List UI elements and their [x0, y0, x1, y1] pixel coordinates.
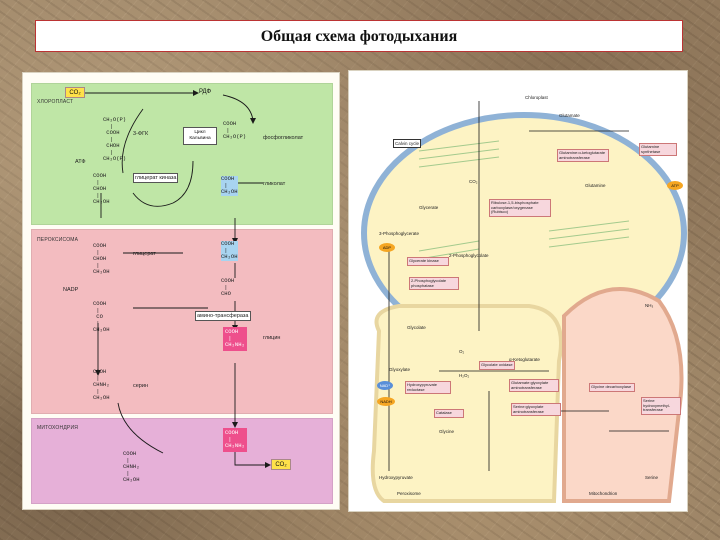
cofactor-nadh: NADH	[377, 397, 395, 406]
enzyme-glutamate-glyoxylate: Glutamate:glyoxylate aminotransferase	[509, 379, 559, 393]
enzyme-serine-hydroxymethyl: Serine hydroxymethyl-transferase	[641, 397, 681, 415]
enzyme-hydroxypyruvate-reductase: Hydroxypyruvate reductase	[405, 381, 451, 395]
left-diagram-panel: ХЛОРОПЛАСТ ПЕРОКСИСОМА МИТОХОНДРИЯ	[22, 72, 340, 510]
rdf-label: РДФ	[198, 89, 212, 95]
enzyme-rubisco: Ribulose-1,5-bisphosphate carboxylase/ox…	[489, 199, 551, 217]
enzyme-catalase: Catalase	[434, 409, 464, 418]
cofactor-adp: ADP	[379, 243, 395, 252]
caption-serine: серин	[133, 383, 148, 389]
label-peroxisome: Peroxisome	[397, 491, 421, 496]
metabolite-glyoxylate: Glyoxylate	[389, 367, 411, 372]
chem-phosphoglycolate-structure: COOH | CH₂O(P)	[223, 120, 247, 140]
chem-glycine-mito: COOH | CH₂NH₂	[223, 428, 247, 452]
metabolite-glycine: Glycine	[439, 429, 455, 434]
zone-label-mitochondria: МИТОХОНДРИЯ	[37, 425, 79, 431]
slide-title: Общая схема фотодыхания	[35, 20, 683, 52]
co2-input-box: CO₂	[65, 87, 85, 98]
chem-glycine-perox: COOH | CH₂NH₂	[223, 327, 247, 351]
label-mitochondrion: Mitochondrion	[589, 491, 618, 496]
caption-glycine: глицин	[263, 335, 281, 341]
cofactor-co2: CO₂	[469, 179, 478, 184]
chem-glyoxylate: COOH | CHO	[221, 277, 235, 297]
enzyme-glycolate-oxidase: Glycolate oxidase	[479, 361, 515, 370]
metabolite-phosphoglycolate: 2-Phosphoglycolate	[449, 253, 489, 258]
caption-glycerate: глицерат	[133, 251, 156, 257]
chem-glycerate-structure: COOH | CHOH | CH₂OH	[93, 172, 110, 205]
enzyme-phosphoglycolate-phosphatase: 2-Phosphoglycolate phosphatase	[409, 277, 459, 291]
zone-label-peroxisome: ПЕРОКСИСОМА	[37, 237, 79, 243]
metabolite-serine: Serine	[645, 475, 659, 480]
chem-serine-perox: COOH | CHNH₂ | CH₂OH	[93, 368, 110, 401]
chem-glycolate-structure: COOH | CH₂OH	[221, 175, 238, 196]
caption-fgk: 3-ФГК	[133, 131, 149, 137]
metabolite-glycolate: Glycolate	[407, 325, 426, 330]
chem-serine-mito: COOH | CHNH₂ | CH₂OH	[123, 450, 140, 483]
co2-output-box: CO₂	[271, 459, 291, 470]
zone-chloroplast	[31, 83, 333, 225]
zone-label-chloroplast: ХЛОРОПЛАСТ	[37, 99, 74, 105]
caption-glycolate: гликолат	[263, 181, 286, 187]
metabolite-ketoglutarate: α-Ketoglutarate	[509, 357, 540, 362]
caption-aminotransferase: амино-трансфераза	[195, 311, 251, 321]
cofactor-atp: ATP	[667, 181, 683, 190]
zone-peroxisome	[31, 229, 333, 414]
enzyme-glutamine-synthetase: Glutamine synthetase	[639, 143, 677, 157]
left-arrows	[85, 90, 271, 468]
calvin-cycle-box: Цикл Кальвина	[183, 127, 217, 145]
caption-phosphoglycolate: фосфогликолат	[263, 135, 304, 141]
metabolite-pga: 3-Phosphoglycerate	[379, 231, 420, 236]
metabolite-glycerate: Glycerate	[419, 205, 439, 210]
cofactor-o2: O₂	[459, 349, 465, 354]
metabolite-glutamine: Glutamine	[585, 183, 606, 188]
enzyme-glycine-decarboxylase: Glycine decarboxylase	[589, 383, 635, 392]
right-diagram-panel: Chloroplast Peroxisome Mitochondrion Glu…	[348, 70, 688, 512]
caption-nadf: NADP	[63, 287, 79, 293]
caption-glycerate-kinase: глицерат киназа	[133, 173, 179, 183]
chem-rdf-structure: CH₂O(P) | COOH | CHOH | CH₂O(P)	[103, 116, 127, 162]
enzyme-serine-glyoxylate: Serine:glyoxylate aminotransferase	[511, 403, 561, 417]
metabolite-glutamate: Glutamate	[559, 113, 580, 118]
metabolite-hydroxypyruvate: Hydroxypyruvate	[379, 475, 413, 480]
cofactor-h2o2: H₂O₂	[459, 373, 470, 378]
chem-hydroxypyruvate: COOH | CO | CH₂OH	[93, 300, 110, 333]
caption-atf: АТФ	[75, 159, 86, 165]
enzyme-glutamate-synthase: Glutamine:α-ketoglutarate aminotransfera…	[557, 149, 609, 163]
chem-glycerate-perox: COOH | CHOH | CH₂OH	[93, 242, 110, 275]
enzyme-glycerate-kinase: Glycerate kinase	[407, 257, 449, 266]
chem-glycolate-perox: COOH | CH₂OH	[221, 240, 238, 261]
cofactor-nh3: NH₃	[645, 303, 654, 308]
label-chloroplast: Chloroplast	[525, 95, 548, 100]
cofactor-nad: NAD⁺	[377, 381, 393, 390]
right-organelles	[361, 101, 687, 503]
metabolite-calvin: Calvin cycle	[393, 139, 422, 148]
